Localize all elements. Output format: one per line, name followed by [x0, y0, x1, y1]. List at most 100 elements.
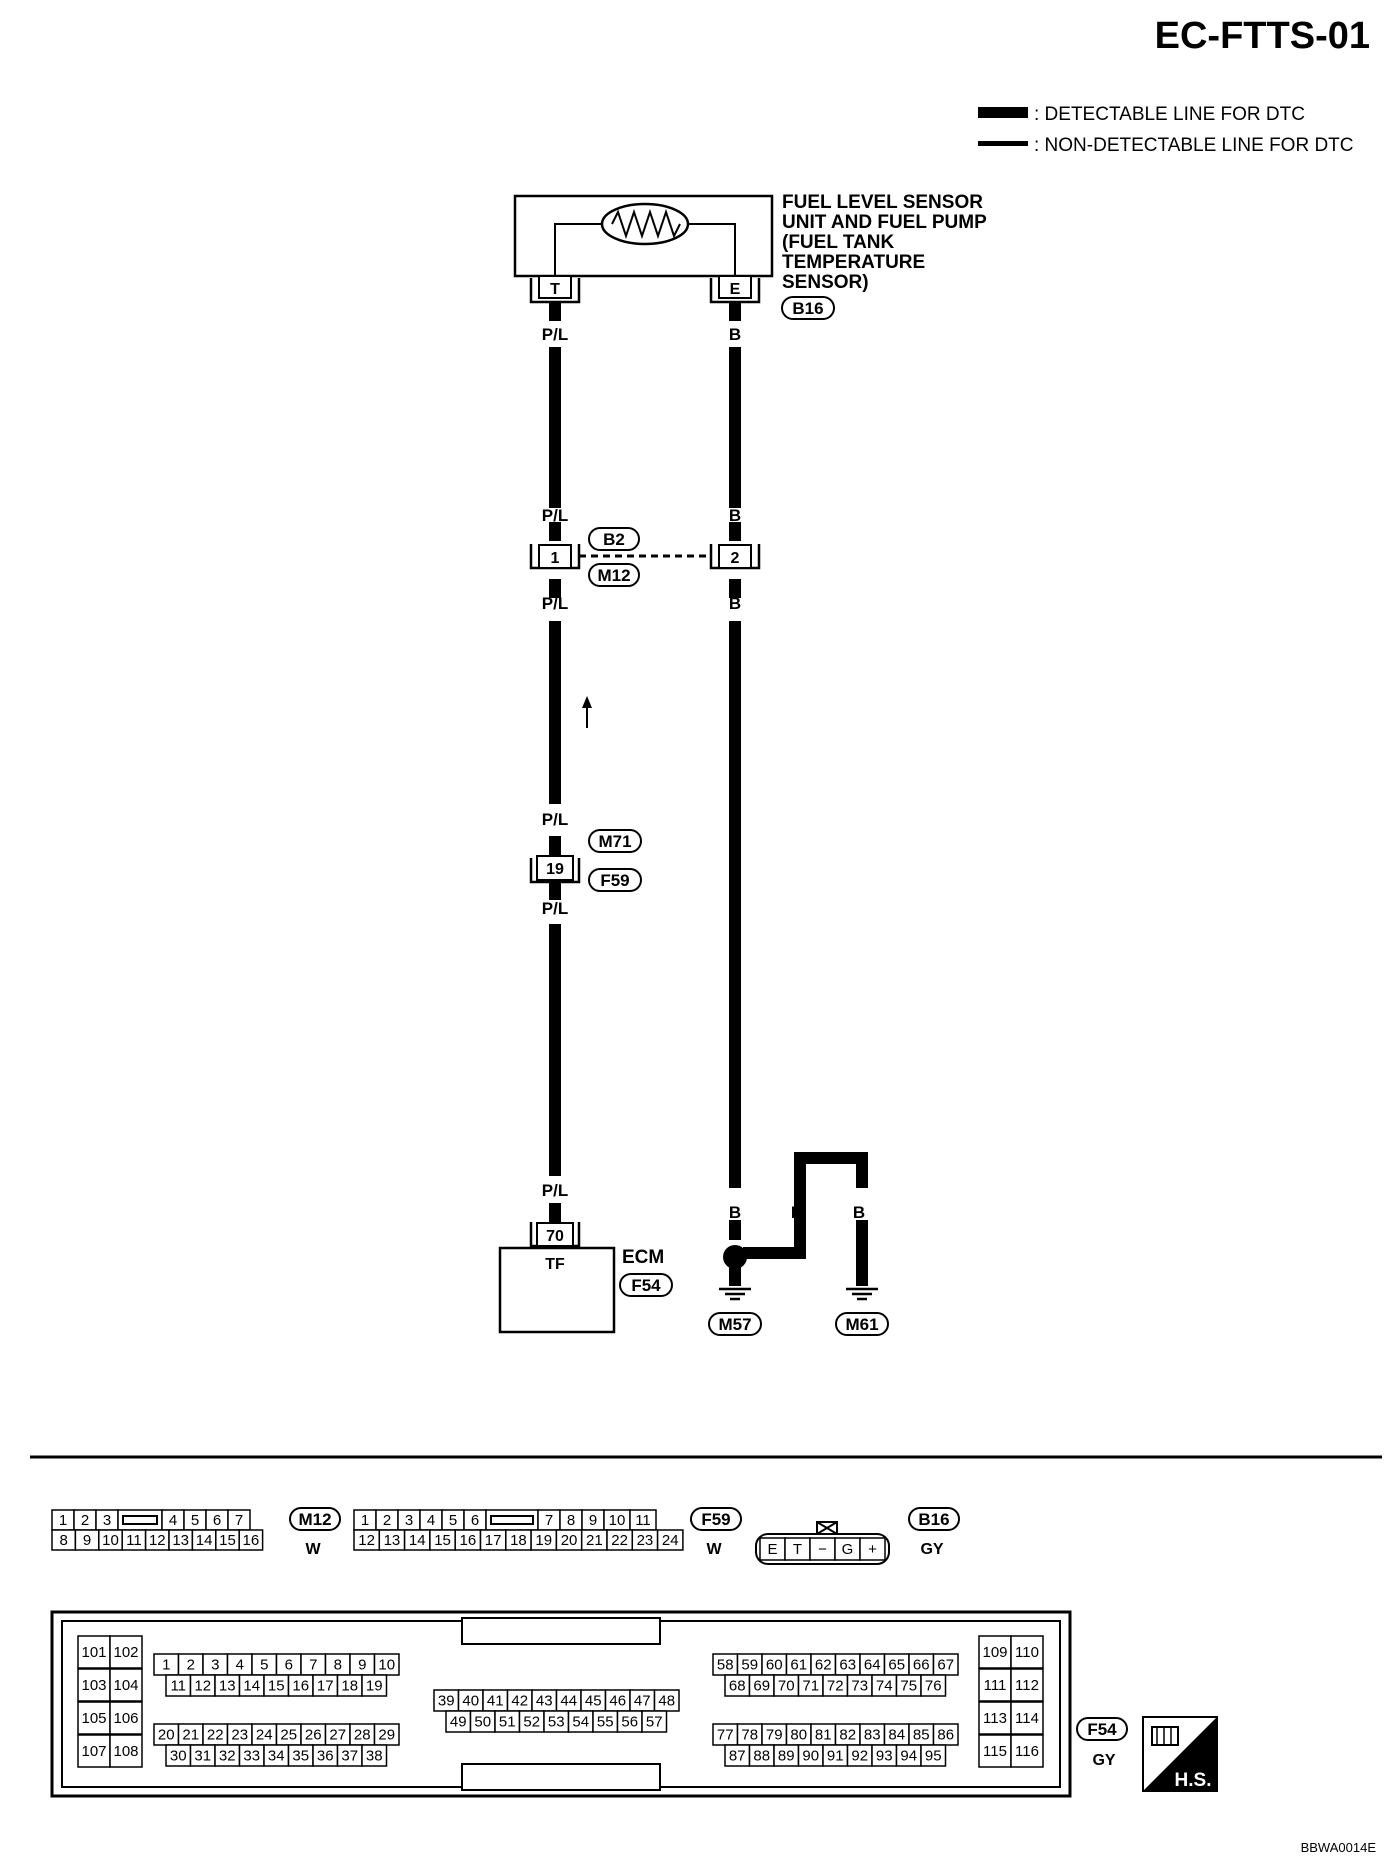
b-wire-segment-2: [729, 621, 741, 1188]
connector-tag-b2-label: B2: [603, 530, 625, 549]
connector-m71-f59: 19 M71 F59: [529, 829, 642, 892]
pin-label: 8: [567, 1512, 575, 1529]
pin-label: 28: [354, 1727, 371, 1744]
pin-label: 6: [471, 1512, 479, 1529]
pin-label: 86: [937, 1727, 954, 1744]
connector-tag-m12-label: M12: [597, 566, 630, 585]
pin-label: 102: [113, 1644, 138, 1661]
pin-label: 2: [81, 1512, 89, 1529]
pin-label: 115: [983, 1743, 1007, 1760]
joint-pin-2: [718, 544, 752, 569]
pin-label: 53: [548, 1714, 565, 1731]
pin-label: 2: [187, 1657, 195, 1674]
harness-side-badge: H.S.: [1142, 1716, 1218, 1792]
pin-label: 7: [235, 1512, 243, 1529]
b-wire-stub-2: [729, 522, 741, 541]
sensor-box: [513, 194, 774, 278]
current-direction-arrow: [582, 696, 592, 728]
pin-label: 77: [717, 1727, 734, 1744]
pin-cell: [361, 1674, 388, 1697]
pin-label: 47: [634, 1693, 651, 1710]
connector-tag-f54: [619, 1273, 673, 1297]
pin-label: 39: [438, 1693, 455, 1710]
pin-label: 13: [219, 1678, 236, 1695]
pin-label: 71: [802, 1678, 819, 1695]
joint-pin-1-label: 1: [551, 550, 560, 567]
pin-label: 1: [59, 1512, 67, 1529]
b-wire-stub-3: [729, 579, 741, 598]
wire-label-pl-2: P/L: [542, 506, 568, 525]
pin-label: 12: [358, 1532, 375, 1549]
pin-label: 57: [646, 1714, 663, 1731]
pin-label: 14: [196, 1532, 213, 1549]
view-tag-b16: [908, 1507, 960, 1531]
pin-label: 8: [334, 1657, 342, 1674]
pin-label: 9: [83, 1532, 91, 1549]
pin-label: 45: [585, 1693, 602, 1710]
pin-cell: [1010, 1734, 1044, 1768]
pin-label: 74: [876, 1678, 893, 1695]
sensor-label-line-3: (FUEL TANK: [782, 232, 895, 253]
pin-label: 16: [460, 1532, 477, 1549]
pl-wire-stub-2: [549, 522, 561, 541]
connector-tag-m71: [588, 829, 642, 853]
pin-label: E: [767, 1541, 777, 1558]
view-tag-f59: [690, 1507, 742, 1531]
pin-label: 41: [487, 1693, 504, 1710]
pin-label: 88: [753, 1748, 770, 1765]
ecm-block: 70 TF ECM F54: [498, 1222, 673, 1334]
pin-label: 80: [790, 1727, 807, 1744]
pin-label: 22: [611, 1532, 628, 1549]
pin-label: 18: [341, 1678, 358, 1695]
pin-label: 60: [766, 1657, 783, 1674]
pin-label: 108: [113, 1743, 138, 1760]
pin-label: 95: [925, 1748, 942, 1765]
thermistor-symbol: [600, 202, 690, 246]
pin-cell: [109, 1635, 143, 1669]
joint-pin-2-label: 2: [731, 550, 740, 567]
pin-label: 5: [449, 1512, 457, 1529]
connector-tag-m71-label: M71: [598, 832, 631, 851]
connector-tag-b2: [588, 527, 640, 551]
f54-latch-bottom: [461, 1763, 661, 1791]
pl-wire-stub-1: [549, 302, 561, 321]
pin-label: 13: [172, 1532, 189, 1549]
pin-label: −: [818, 1541, 827, 1558]
pin-label: 54: [572, 1714, 589, 1731]
wire-label-pl-1: P/L: [542, 325, 568, 344]
pin-label: 101: [81, 1644, 106, 1661]
connector-tag-b16: [781, 296, 835, 320]
pl-wire-segment-3: [549, 924, 561, 1176]
pin-label: 23: [637, 1532, 654, 1549]
pin-label: 50: [474, 1714, 491, 1731]
pin-label: 48: [658, 1693, 675, 1710]
pin-cell: [859, 1537, 886, 1561]
wire-label-b-5: B: [791, 1203, 803, 1222]
pin-label: 113: [983, 1710, 1007, 1727]
wire-label-b-3: B: [729, 594, 741, 613]
key-slot: [490, 1515, 534, 1525]
pin-label: 106: [113, 1710, 138, 1727]
pl-wire-stub-5: [549, 881, 561, 900]
wire-label-b-6: B: [853, 1203, 865, 1222]
pin-cell: [77, 1668, 111, 1702]
pin-label: 40: [462, 1693, 479, 1710]
pin-cell: [1010, 1635, 1044, 1669]
connector-tag-f59: [588, 868, 642, 892]
pin-label: 23: [231, 1727, 248, 1744]
joint-connector-b2-m12: 1 2 B2 M12: [529, 527, 761, 587]
pin-label: 107: [81, 1743, 106, 1760]
pin-label: 9: [358, 1657, 366, 1674]
pin-label: 19: [535, 1532, 552, 1549]
pin-label: 85: [913, 1727, 930, 1744]
pin-label: 16: [243, 1532, 260, 1549]
pin-label: 42: [511, 1693, 528, 1710]
pin-cell: [641, 1710, 668, 1733]
pin-cell: [361, 1744, 388, 1767]
pin-cell: [109, 1668, 143, 1702]
pin-label: 12: [194, 1678, 211, 1695]
pin-label: 12: [149, 1532, 166, 1549]
connector-tag-f59-label: F59: [600, 871, 629, 890]
